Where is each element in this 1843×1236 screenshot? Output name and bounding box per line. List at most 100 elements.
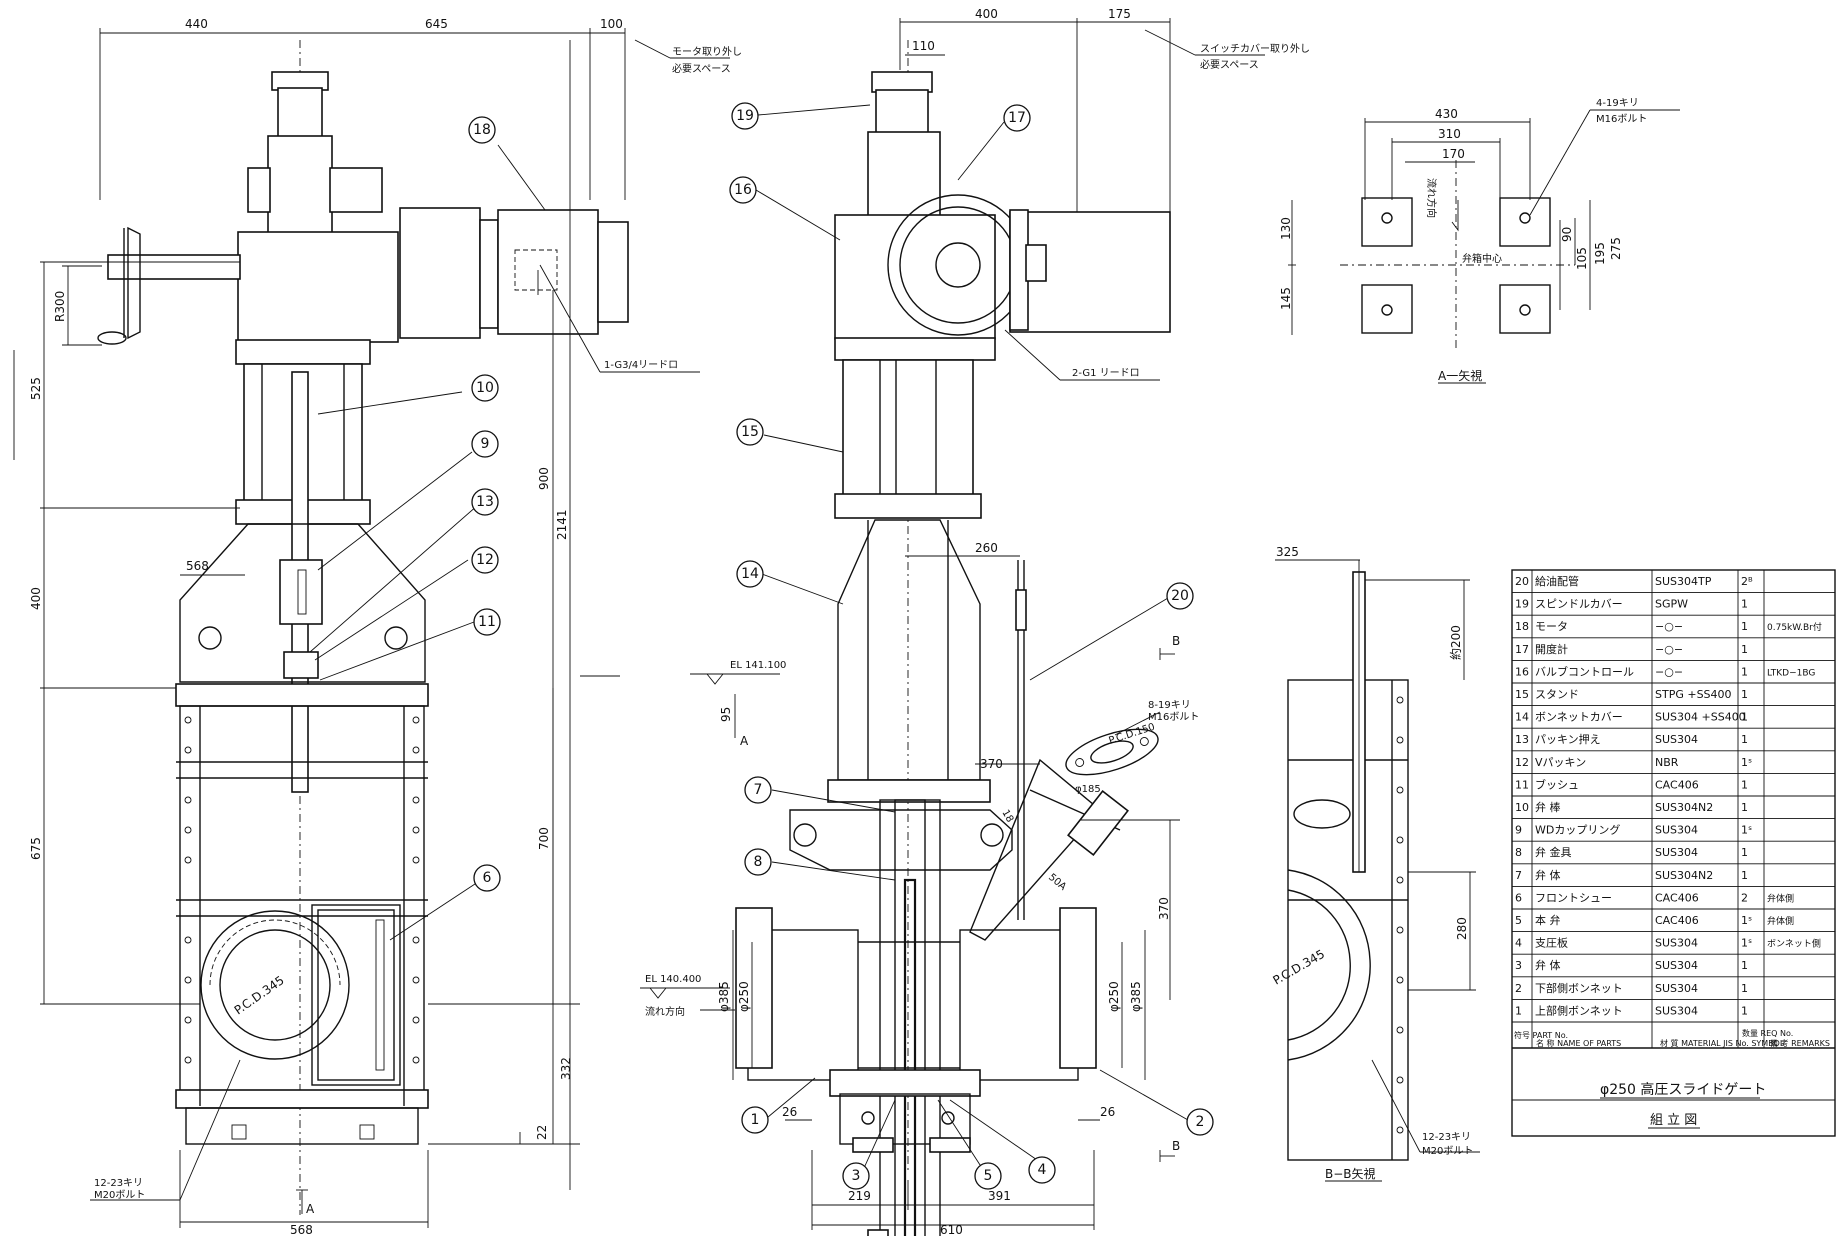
balloon-19 bbox=[731, 102, 759, 130]
cell-no: 2 bbox=[1515, 982, 1522, 995]
front-pcd345: P.C.D.345 bbox=[232, 973, 287, 1017]
vb-pcd345: P.C.D.345 bbox=[1271, 947, 1328, 988]
cell-material: CAC406 bbox=[1655, 914, 1699, 927]
cell-qty: 1 bbox=[1741, 778, 1748, 791]
cell-no: 5 bbox=[1515, 914, 1522, 927]
cell-no: 16 bbox=[1515, 665, 1529, 678]
cell-material: CAC406 bbox=[1655, 778, 1699, 791]
balloon-1 bbox=[741, 1106, 769, 1134]
cell-remarks: 弁体側 bbox=[1767, 915, 1794, 927]
balloon-16 bbox=[729, 176, 757, 204]
header-material: 材 質 MATERIAL JIS No. SYMBOL bbox=[1660, 1038, 1785, 1048]
svg-text:4: 4 bbox=[1038, 1162, 1047, 1178]
dim-185: φ185 bbox=[1075, 784, 1101, 795]
cell-remarks: LTKD−1BG bbox=[1767, 668, 1815, 678]
cell-material: CAC406 bbox=[1655, 891, 1699, 904]
cell-material: −○− bbox=[1655, 665, 1683, 678]
cell-no: 7 bbox=[1515, 869, 1522, 882]
svg-text:14: 14 bbox=[741, 566, 759, 582]
cell-no: 12 bbox=[1515, 756, 1529, 769]
dim-100: 100 bbox=[600, 17, 623, 31]
va-caption: A一矢視 bbox=[1438, 368, 1482, 383]
dim-525: 525 bbox=[29, 377, 43, 400]
cell-no: 20 bbox=[1515, 575, 1529, 588]
cell-qty: 1 bbox=[1741, 959, 1748, 972]
balloon-11 bbox=[473, 608, 501, 636]
dim-50A: 50A bbox=[1046, 872, 1068, 893]
dim-18: 18 bbox=[999, 808, 1015, 825]
branch-flange bbox=[1065, 728, 1159, 776]
flow-direction: 流れ方向 bbox=[645, 1005, 685, 1018]
cell-remarks: 弁体側 bbox=[1767, 892, 1794, 904]
cell-no: 14 bbox=[1515, 711, 1529, 724]
cell-qty: 1ˢ bbox=[1741, 914, 1752, 927]
dim-22: 22 bbox=[535, 1125, 549, 1140]
cell-qty: 1 bbox=[1741, 643, 1748, 656]
header-remarks: 備 考 REMARKS bbox=[1770, 1038, 1830, 1048]
dim-675: 675 bbox=[29, 837, 43, 860]
cell-no: 18 bbox=[1515, 620, 1529, 633]
mark-a: A bbox=[740, 734, 749, 748]
va-bolt-note-1: 4-19キリ bbox=[1596, 98, 1639, 109]
va-dim-170: 170 bbox=[1442, 147, 1465, 161]
cell-qty: 1ˢ bbox=[1741, 756, 1752, 769]
dim-900: 900 bbox=[537, 467, 551, 490]
mark-b-bottom: B bbox=[1172, 1139, 1180, 1153]
side-dim-175: 175 bbox=[1108, 7, 1131, 21]
cell-qty: 1 bbox=[1741, 711, 1748, 724]
cell-no: 8 bbox=[1515, 846, 1522, 859]
cell-name: スタンド bbox=[1535, 688, 1579, 701]
dim-250-left: φ250 bbox=[737, 981, 751, 1012]
cell-name: 弁 体 bbox=[1535, 958, 1561, 972]
cell-qty: 1 bbox=[1741, 801, 1748, 814]
cell-name: 弁 棒 bbox=[1535, 800, 1561, 814]
dim-332: 332 bbox=[559, 1057, 573, 1080]
dim-440: 440 bbox=[185, 17, 208, 31]
side-dim-610: 610 bbox=[940, 1223, 963, 1236]
vb-dim-200: 約200 bbox=[1448, 625, 1463, 660]
balloon-10 bbox=[471, 374, 499, 402]
cell-name: 支圧板 bbox=[1535, 936, 1568, 950]
cell-remarks: ボンネット側 bbox=[1767, 938, 1821, 950]
balloon-12 bbox=[471, 546, 499, 574]
flange-bolt-note-2: M16ボルト bbox=[1148, 711, 1199, 723]
cell-name: バルブコントロール bbox=[1535, 664, 1634, 678]
svg-text:11: 11 bbox=[478, 614, 496, 630]
balloon-8 bbox=[744, 848, 772, 876]
cell-qty: 1 bbox=[1741, 846, 1748, 859]
balloon-13 bbox=[471, 488, 499, 516]
balloon-14 bbox=[736, 560, 764, 588]
svg-text:20: 20 bbox=[1171, 588, 1189, 604]
view-a: 430 310 170 130 145 90 105 195 275 4-19キ… bbox=[1279, 98, 1680, 384]
side-dim-370v: 370 bbox=[1157, 897, 1171, 920]
cell-qty: 2ᴮ bbox=[1741, 575, 1753, 588]
va-dim-310: 310 bbox=[1438, 127, 1461, 141]
cell-no: 15 bbox=[1515, 688, 1529, 701]
flange-bolt-note-1: 8-19キリ bbox=[1148, 700, 1191, 711]
cell-name: ブッシュ bbox=[1535, 777, 1579, 791]
cell-qty: 1 bbox=[1741, 733, 1748, 746]
svg-text:12: 12 bbox=[476, 552, 494, 568]
balloon-3 bbox=[842, 1162, 870, 1190]
motor-space-note-1: モータ取り外し bbox=[672, 46, 742, 58]
cell-no: 3 bbox=[1515, 959, 1522, 972]
drain-note: 1-G3/4リードロ bbox=[604, 360, 678, 371]
side-dim-370h: 370 bbox=[980, 757, 1003, 771]
bolt-note-1: 12-23キリ bbox=[94, 1178, 143, 1189]
vb-dim-280: 280 bbox=[1455, 917, 1469, 940]
va-flow: 流れ方向 bbox=[1425, 178, 1438, 218]
svg-text:6: 6 bbox=[483, 870, 492, 886]
vb-bolt-note-1: 12-23キリ bbox=[1422, 1132, 1471, 1143]
